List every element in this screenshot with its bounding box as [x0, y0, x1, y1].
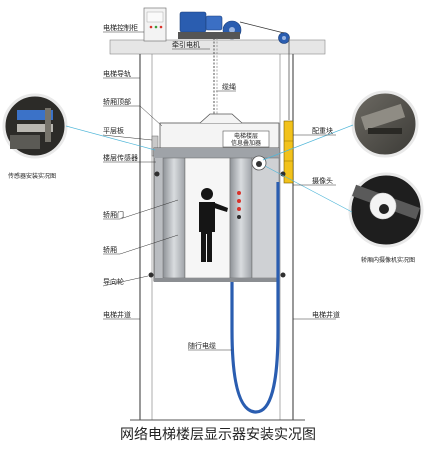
camera-photo-label: 轿厢内摄像机实况图	[361, 256, 415, 264]
label-car-top: 轿厢顶部	[103, 97, 131, 106]
label-shaft-right: 电梯井道	[312, 310, 340, 319]
pulley	[239, 21, 290, 44]
floor-info-overlay-box: 电梯楼层 信息叠加器	[222, 130, 270, 148]
label-traction-motor: 牵引电机	[172, 40, 200, 49]
car-button-4	[237, 215, 241, 219]
label-guide-wheel: 导向轮	[103, 277, 124, 286]
control-cabinet	[143, 7, 167, 42]
sensor-photo-inset	[2, 93, 68, 159]
camera-dome	[251, 155, 267, 171]
label-cable: 缆绳	[222, 82, 236, 91]
leader-sensor	[65, 125, 156, 151]
camera-photo-inset	[348, 172, 424, 248]
label-car: 轿厢	[103, 245, 117, 254]
guide-wheel-left	[148, 272, 154, 278]
car-side-wall	[251, 157, 280, 279]
label-camera: 摄像头	[312, 176, 333, 185]
person-icon	[199, 188, 228, 262]
car-door-right	[229, 157, 253, 279]
travelling-cable	[230, 182, 280, 414]
machine-room-slab	[109, 39, 326, 55]
label-leveling-plate: 平层板	[103, 126, 124, 135]
car-button-1	[237, 191, 241, 195]
label-travel-cable: 随行电缆	[188, 341, 216, 350]
callouts-top: 牵引电机 缆绳	[172, 40, 236, 92]
label-guide-rail: 电梯导轨	[103, 69, 131, 78]
car-button-3	[237, 207, 241, 211]
label-floor-sensor: 楼层传感器	[103, 153, 138, 162]
callouts-right: 配重块 摄像头 电梯井道	[293, 126, 340, 320]
leader-counterweight	[262, 124, 354, 161]
diagram-caption: 网络电梯楼层显示器安装实况图	[120, 427, 316, 443]
label-control-cabinet: 电梯控制柜	[103, 23, 138, 32]
car-door-left	[162, 157, 186, 279]
guide-wheel-top-left	[154, 171, 160, 177]
leader-camera	[264, 165, 353, 213]
guide-wheel-right	[280, 272, 286, 278]
counterweight-photo-inset	[351, 90, 419, 158]
callouts-left: 电梯控制柜 电梯导轨 轿厢顶部 平层板 楼层传感器 轿厢门 轿厢 导向轮 电梯井…	[102, 23, 232, 351]
label-car-door: 轿厢门	[103, 210, 124, 219]
label-shaft-left: 电梯井道	[103, 310, 131, 319]
overlay-line2: 信息叠加器	[231, 139, 261, 147]
overlay-line1: 电梯楼层	[234, 132, 258, 140]
traction-motor	[178, 11, 242, 40]
sensor-photo-label: 传感器安装实况图	[8, 172, 56, 180]
car-button-2	[237, 199, 241, 203]
label-counterweight: 配重块	[312, 126, 333, 135]
